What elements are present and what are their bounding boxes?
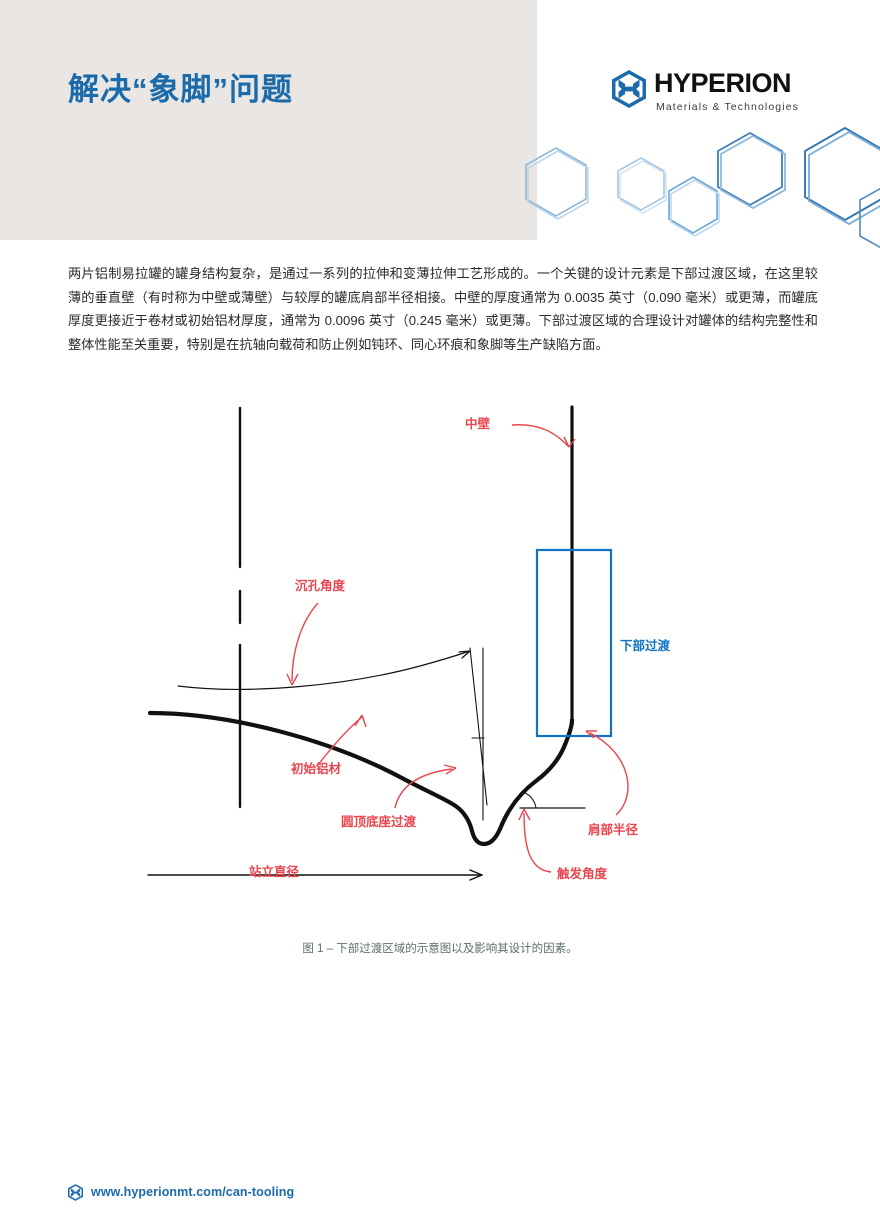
- dome-base-leader: [394, 768, 453, 809]
- figure-caption: 图 1 – 下部过渡区域的示意图以及影响其设计的因素。: [302, 943, 578, 955]
- lower-transition-box: [535, 548, 613, 738]
- diagram-label-shoulder-radius: 肩部半径: [588, 823, 639, 837]
- logo-wordmark: HYPERION: [654, 68, 792, 98]
- page-header: 解决“象脚”问题: [0, 0, 880, 249]
- hexagon-pattern-icon: [525, 126, 880, 249]
- initial-aluminum-arrowhead: [354, 714, 367, 728]
- dome-base-arrowhead: [443, 764, 457, 775]
- page-footer: www.hyperionmt.com/can-tooling: [68, 1180, 294, 1204]
- hyperion-hexagon-h-icon: [612, 70, 646, 108]
- can-bottom-profile: [147, 710, 575, 847]
- shoulder-radius-arrowhead: [585, 730, 597, 739]
- can-lower-transition-drawing: [147, 405, 629, 881]
- figure-diagram: 中壁 沉孔角度 下部过渡 初始铝材 圆顶底座过渡 肩部半径 触发角度 站立直径: [0, 395, 880, 970]
- standing-diameter-arrowhead: [469, 869, 483, 881]
- diagram-label-countersink-angle: 沉孔角度: [295, 579, 346, 593]
- trigger-angle-arrowhead: [518, 808, 531, 821]
- logo-tagline: Materials & Technologies: [656, 101, 799, 113]
- countersink-arrowhead: [458, 650, 471, 659]
- shoulder-radius-leader: [589, 732, 629, 816]
- countersink-angle-leader: [291, 602, 319, 682]
- hyperion-hexagon-h-icon: [68, 1183, 83, 1201]
- trigger-angle-leader: [523, 812, 552, 873]
- diagram-label-middle-wall: 中壁: [465, 417, 491, 431]
- header-background-panel: [0, 0, 537, 240]
- page-title: 解决“象脚”问题: [68, 72, 293, 107]
- countersink-angle-arrowhead: [286, 673, 299, 686]
- diagram-label-standing-diameter: 站立直径: [249, 865, 300, 879]
- countersink-profile-curve: [177, 650, 471, 690]
- middle-wall-leader: [511, 424, 570, 448]
- diagram-label-trigger-angle: 触发角度: [557, 867, 608, 881]
- punch-left-line: [469, 647, 488, 806]
- body-paragraph: 两片铝制易拉罐的罐身结构复杂，是通过一系列的拉伸和变薄拉伸工艺形成的。一个关键的…: [68, 266, 818, 352]
- footer-url-link[interactable]: www.hyperionmt.com/can-tooling: [91, 1185, 295, 1199]
- brand-logo: HYPERION Materials & Technologies: [612, 68, 827, 128]
- diagram-label-initial-aluminum: 初始铝材: [291, 762, 342, 776]
- diagram-label-lower-transition: 下部过渡: [620, 639, 671, 653]
- trigger-angle-arc: [522, 791, 537, 809]
- diagram-label-dome-base-transition: 圆顶底座过渡: [341, 815, 417, 829]
- middle-wall-arrowhead: [563, 436, 576, 448]
